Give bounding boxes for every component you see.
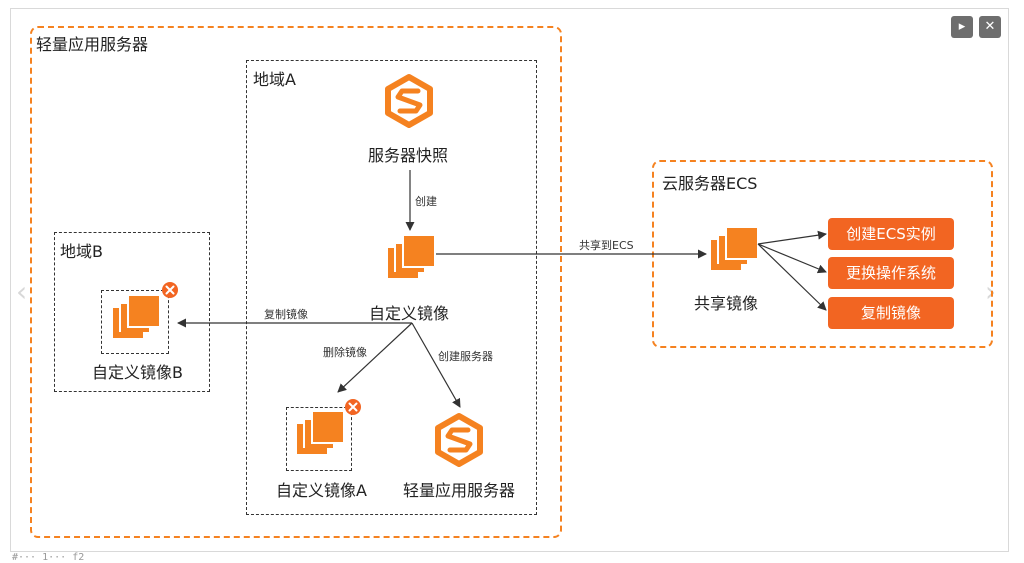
copy-image-button[interactable]: 复制镜像 (828, 297, 954, 329)
ecs-region-label: 云服务器ECS (662, 174, 758, 193)
create-edge-label: 创建 (415, 195, 437, 208)
shared-image-label: 共享镜像 (694, 294, 759, 313)
delete-edge-label: 删除镜像 (323, 346, 367, 359)
play-button[interactable]: ▸ (951, 16, 973, 38)
snapshot-label: 服务器快照 (368, 146, 449, 165)
prev-arrow-icon[interactable]: ‹ (16, 275, 28, 308)
create-server-edge-label: 创建服务器 (438, 350, 493, 363)
custom-image-b-icon (113, 296, 159, 338)
region-a-box (246, 60, 537, 515)
next-arrow-icon[interactable]: › (985, 275, 997, 308)
region-a-label: 地域A (253, 70, 296, 89)
region-b-box (54, 232, 210, 392)
remove-badge-icon (161, 281, 179, 299)
lighthouse-region-label: 轻量应用服务器 (36, 35, 149, 54)
custom-image-b-box (101, 290, 169, 354)
share-edge-label: 共享到ECS (579, 239, 634, 252)
to-change-os-arrow (757, 243, 827, 274)
create-ecs-instance-button[interactable]: 创建ECS实例 (828, 218, 954, 250)
change-os-button[interactable]: 更换操作系统 (828, 257, 954, 289)
region-b-label: 地域B (60, 242, 103, 261)
custom-image-icon (388, 236, 434, 278)
custom-image-label: 自定义镜像 (369, 304, 450, 323)
lighthouse-server-label: 轻量应用服务器 (403, 481, 516, 500)
create-server-arrow (411, 322, 461, 408)
lighthouse-region-box (30, 26, 562, 538)
lighthouse-server-icon (438, 416, 480, 464)
copy-edge-label: 复制镜像 (264, 308, 308, 321)
close-icon: ✕ (984, 19, 996, 34)
remove-badge-icon (344, 398, 362, 416)
custom-image-a-icon (297, 412, 343, 454)
delete-arrow (337, 322, 413, 393)
snapshot-icon (388, 77, 430, 125)
custom-image-b-label: 自定义镜像B (92, 363, 183, 382)
custom-image-a-label: 自定义镜像A (276, 481, 367, 500)
to-create-ecs-arrow (757, 230, 827, 245)
custom-image-a-box (286, 407, 352, 471)
to-copy-image-arrow (757, 243, 827, 311)
play-icon: ▸ (958, 19, 966, 34)
shared-image-icon (711, 228, 757, 270)
close-button[interactable]: ✕ (979, 16, 1001, 38)
figure-caption: #··· 1··· f2 (12, 552, 85, 563)
